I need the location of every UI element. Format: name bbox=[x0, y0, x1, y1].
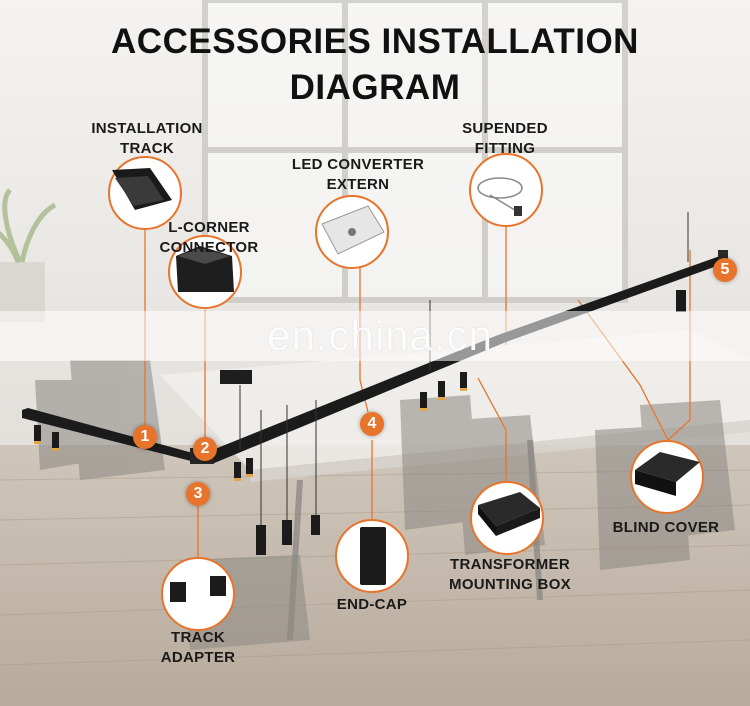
label-supended-fitting-line2: FITTING bbox=[474, 140, 536, 157]
label-track-adapter-line1: TRACK bbox=[171, 629, 225, 646]
installation-track-callout bbox=[108, 156, 182, 230]
label-l-corner-line1: L-CORNER bbox=[168, 219, 250, 236]
label-led-converter-line1: LED CONVERTER bbox=[291, 156, 425, 173]
label-l-corner-line2: CONNECTOR bbox=[159, 239, 259, 256]
label-track-adapter: TRACK ADAPTER bbox=[148, 628, 248, 668]
label-track-adapter-line2: ADAPTER bbox=[160, 649, 236, 666]
label-end-cap: END-CAP bbox=[336, 596, 408, 613]
led-converter-callout bbox=[315, 195, 389, 269]
label-installation-track-line2: TRACK bbox=[120, 140, 174, 157]
label-l-corner-connector: L-CORNER CONNECTOR bbox=[144, 218, 274, 258]
label-led-converter-line2: EXTERN bbox=[326, 176, 390, 193]
label-installation-track: INSTALLATION TRACK bbox=[72, 119, 222, 159]
transformer-box-callout bbox=[470, 481, 544, 555]
supended-fitting-callout bbox=[469, 153, 543, 227]
label-transformer-line1: TRANSFORMER bbox=[450, 556, 570, 573]
window bbox=[202, 0, 628, 303]
badge-3: 3 bbox=[186, 482, 210, 506]
l-corner-callout bbox=[168, 235, 242, 309]
callout-circles bbox=[108, 153, 704, 631]
track-adapter-callout bbox=[161, 557, 235, 631]
label-transformer-line2: MOUNTING BOX bbox=[449, 576, 571, 593]
badge-4: 4 bbox=[360, 412, 384, 436]
watermark-band bbox=[0, 311, 750, 361]
title-line-1: ACCESSORIES INSTALLATION bbox=[111, 22, 639, 61]
title-line-2: DIAGRAM bbox=[289, 68, 461, 107]
blind-cover-callout bbox=[630, 440, 704, 514]
badge-5: 5 bbox=[713, 258, 737, 282]
label-transformer-mounting-box: TRANSFORMER MOUNTING BOX bbox=[434, 555, 586, 595]
label-blind-cover: BLIND COVER bbox=[612, 519, 720, 536]
watermark-text: en.china.cn bbox=[267, 312, 493, 359]
label-led-converter: LED CONVERTER EXTERN bbox=[278, 155, 438, 195]
label-installation-track-line1: INSTALLATION bbox=[91, 120, 203, 137]
badge-2: 2 bbox=[193, 437, 217, 461]
end-cap-callout bbox=[335, 519, 409, 593]
label-supended-fitting: SUPENDED FITTING bbox=[440, 119, 570, 159]
label-supended-fitting-line1: SUPENDED bbox=[462, 120, 548, 137]
badge-1: 1 bbox=[133, 425, 157, 449]
